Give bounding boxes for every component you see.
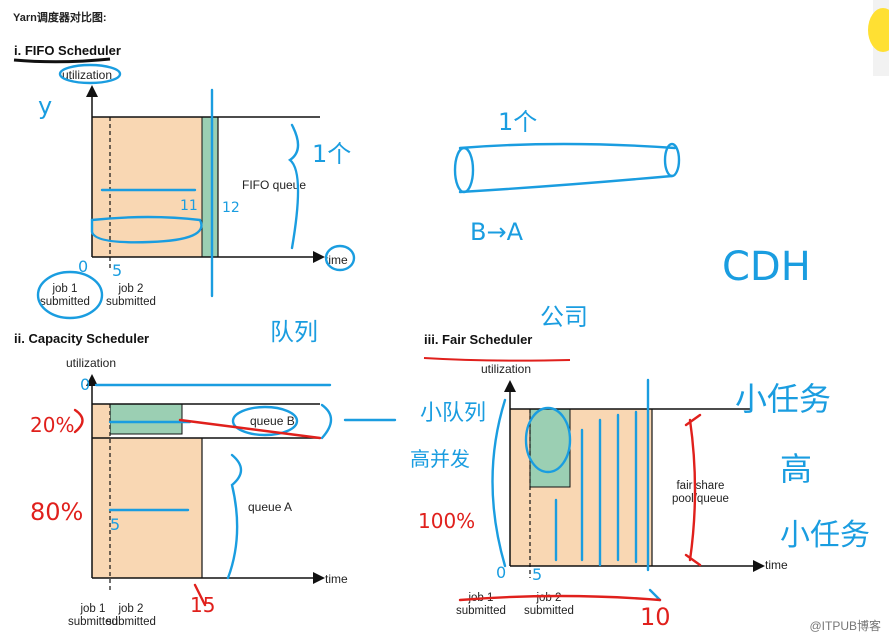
capacity-job2-block (109, 403, 183, 435)
red-ink (73, 408, 702, 607)
ink-red-fair-brace (688, 418, 697, 562)
capacity-queueb-fill (92, 404, 110, 438)
ink-fifo-12-text: 12 (222, 200, 240, 216)
fair-job2-line2: submitted (524, 605, 574, 617)
capacity-job2-line1: job 2 (118, 603, 144, 615)
ink-xiaochengxu-text: 小任务 (780, 518, 870, 553)
ink-top-1ge-text: 1个 (498, 108, 537, 136)
ink-duilie-text: 队列 (270, 318, 318, 346)
ink-fifo-5-text: 5 (112, 261, 122, 280)
ink-pipe-top (458, 142, 677, 150)
ink-cap-brace (226, 453, 243, 580)
fair-x-axis-label: time (765, 558, 788, 572)
ink-cdh-text: CDH (722, 244, 811, 290)
fair-queue-line2: pool/queue (672, 493, 729, 505)
ink-red-20-text: 20% (30, 413, 74, 437)
fifo-job2-line1: job 2 (118, 283, 144, 295)
fair-job2-block (529, 408, 571, 488)
ink-fifo-1ge-text: 1个 (312, 140, 351, 168)
ink-fifo-brace (287, 123, 300, 250)
ink-queueb-circle (231, 405, 299, 437)
capacity-title: ii. Capacity Scheduler (14, 331, 150, 346)
ink-gongsi-text: 公司 (540, 303, 588, 331)
ink-utilization-circle (58, 63, 122, 85)
fifo-y-axis-label: utilization (62, 68, 113, 82)
capacity-job1-block (92, 438, 202, 578)
ink-xiaorenwu-text: 小任务 (735, 380, 831, 418)
ink-fair-job2-loop (524, 406, 572, 474)
fifo-job1-line2: submitted (40, 296, 90, 308)
blue-ink (36, 63, 681, 602)
ink-gao-text: 高 (780, 450, 812, 488)
ink-red-fair-ends (684, 413, 702, 567)
ink-red-fair-underline (458, 594, 662, 602)
avatar-icon[interactable] (868, 8, 889, 52)
ink-xiaoduilie-text: 小队列 (420, 401, 486, 426)
fifo-job1-block (92, 117, 202, 257)
ink-red-80-text: 80% (30, 498, 83, 526)
capacity-job1-line2: submitted (68, 616, 118, 628)
ink-fair-strokes (580, 378, 650, 572)
ink-fifo-0-text: 0 (78, 257, 88, 276)
ink-cap-0-text: 0 (80, 375, 90, 394)
ink-fair-0-text: 0 (496, 563, 506, 582)
ink-pipe-bottom (458, 174, 674, 194)
capacity-job1-submitted: job 1 submitted (68, 603, 118, 629)
ink-red-queueb-line (178, 418, 322, 440)
red-ink-text: 20% 80% 15 100% 10 (30, 413, 671, 631)
capacity-x-axis-label: time (325, 572, 348, 586)
capacity-job1-line1: job 1 (80, 603, 106, 615)
ink-gaobingfa-text: 高并发 (410, 447, 470, 471)
fifo-title: i. FIFO Scheduler (14, 43, 121, 58)
fair-job1-line2: submitted (456, 605, 506, 617)
fair-title: iii. Fair Scheduler (424, 332, 533, 347)
fifo-job2-line2: submitted (106, 296, 156, 308)
ink-b-to-a-text: B→A (470, 218, 524, 246)
fifo-queue-label: FIFO queue (242, 178, 307, 192)
ink-red-20-brace (73, 408, 84, 434)
ink-time-circle (324, 244, 356, 272)
ink-pipe-left (453, 146, 475, 194)
ink-fair-left-curve (491, 398, 507, 568)
fifo-job2-submitted: job 2 submitted (106, 283, 156, 309)
fifo-title-underline (13, 57, 111, 64)
fifo-x-axis-label: time (325, 253, 348, 267)
page-heading: Yarn调度器对比图: (13, 12, 107, 24)
ink-job1-circle (36, 270, 104, 320)
ink-y-text: y (38, 92, 52, 120)
ink-fair-tick (648, 588, 662, 602)
fifo-job1-line1: job 1 (52, 283, 78, 295)
fifo-job1-submitted: job 1 submitted (40, 283, 90, 309)
ink-cap-brace-b (320, 403, 333, 440)
ink-red-10-text: 10 (640, 603, 671, 631)
fair-queue-line1: fair share (676, 480, 725, 492)
ink-red-15-tick (193, 583, 207, 607)
capacity-job2-line2: submitted (106, 616, 156, 628)
capacity-queue-b-label: queue B (250, 414, 295, 428)
fair-y-axis-label: utilization (481, 362, 532, 376)
ink-fair-5-text: 5 (532, 565, 542, 584)
ink-red-100-text: 100% (418, 509, 475, 533)
capacity-job2-submitted: job 2 submitted (106, 603, 156, 629)
ink-cap-5-text: 5 (110, 515, 120, 534)
ink-fifo-11-text: 11 (180, 198, 198, 214)
fair-queue-label: fair share pool/queue (672, 480, 729, 506)
fair-title-underline (423, 357, 571, 362)
capacity-y-axis-label: utilization (66, 356, 117, 370)
watermark: @ITPUB博客 (809, 619, 881, 633)
ink-fifo-loop (90, 215, 203, 244)
blue-ink-text: y 1个 11 12 5 0 1个 B→A CDH 队列 公司 小队列 高并发 … (38, 92, 870, 584)
ink-pipe-right (663, 142, 681, 178)
capacity-queue-a-label: queue A (248, 500, 293, 514)
ink-red-15-text: 15 (190, 593, 215, 617)
fifo-job2-block (201, 116, 219, 258)
